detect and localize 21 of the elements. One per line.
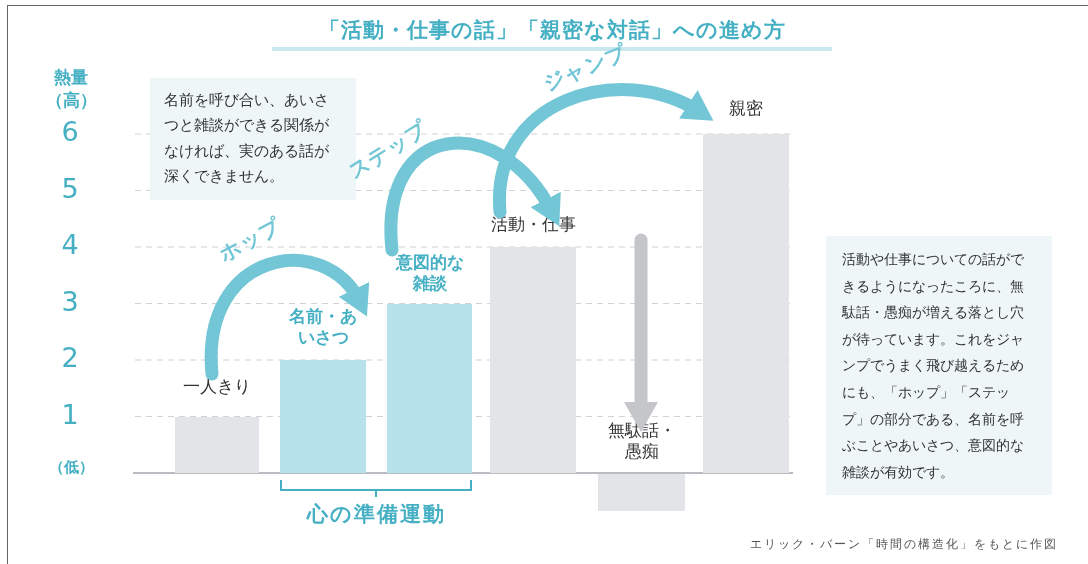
bar-label: 親密 xyxy=(728,98,764,120)
axis-tick-label: 3 xyxy=(60,285,80,317)
bar-label: 名前・あいさつ xyxy=(288,306,358,349)
axis-title: 熱量（高） xyxy=(44,66,98,112)
source-note: エリック・バーン「時間の構造化」をもとに作図 xyxy=(750,537,1058,552)
axis-tick-label: 1 xyxy=(60,398,80,430)
axis-tick-label: 4 xyxy=(60,229,80,260)
axis-tick-label: 5 xyxy=(60,172,80,204)
axis-tick-label: 2 xyxy=(60,342,80,373)
edge-label: ホップ xyxy=(214,212,286,269)
bar-label: 無駄話・愚痴 xyxy=(606,420,677,463)
arrow xyxy=(493,83,715,219)
arrow xyxy=(384,136,561,257)
bracket-label: 心の準備運動 xyxy=(305,501,447,528)
arrow xyxy=(624,233,658,432)
axis-tick-label: 6 xyxy=(60,116,80,147)
bar-label: 一人きり xyxy=(182,376,252,398)
note-box: 活動や仕事についての話ができるようになったころに、無駄話・愚痴が増える落とし穴が待っています。これをジャンプでうまく飛び越えるためにも、「ホップ」「ステップ」の部分である、名前を呼ぶことやあいさつ、意図的な雑談が有効です。 xyxy=(826,236,1052,496)
arrow xyxy=(205,254,369,381)
bar-label: 意図的な雑談 xyxy=(394,252,465,295)
axis-low-label: （低） xyxy=(47,458,95,477)
